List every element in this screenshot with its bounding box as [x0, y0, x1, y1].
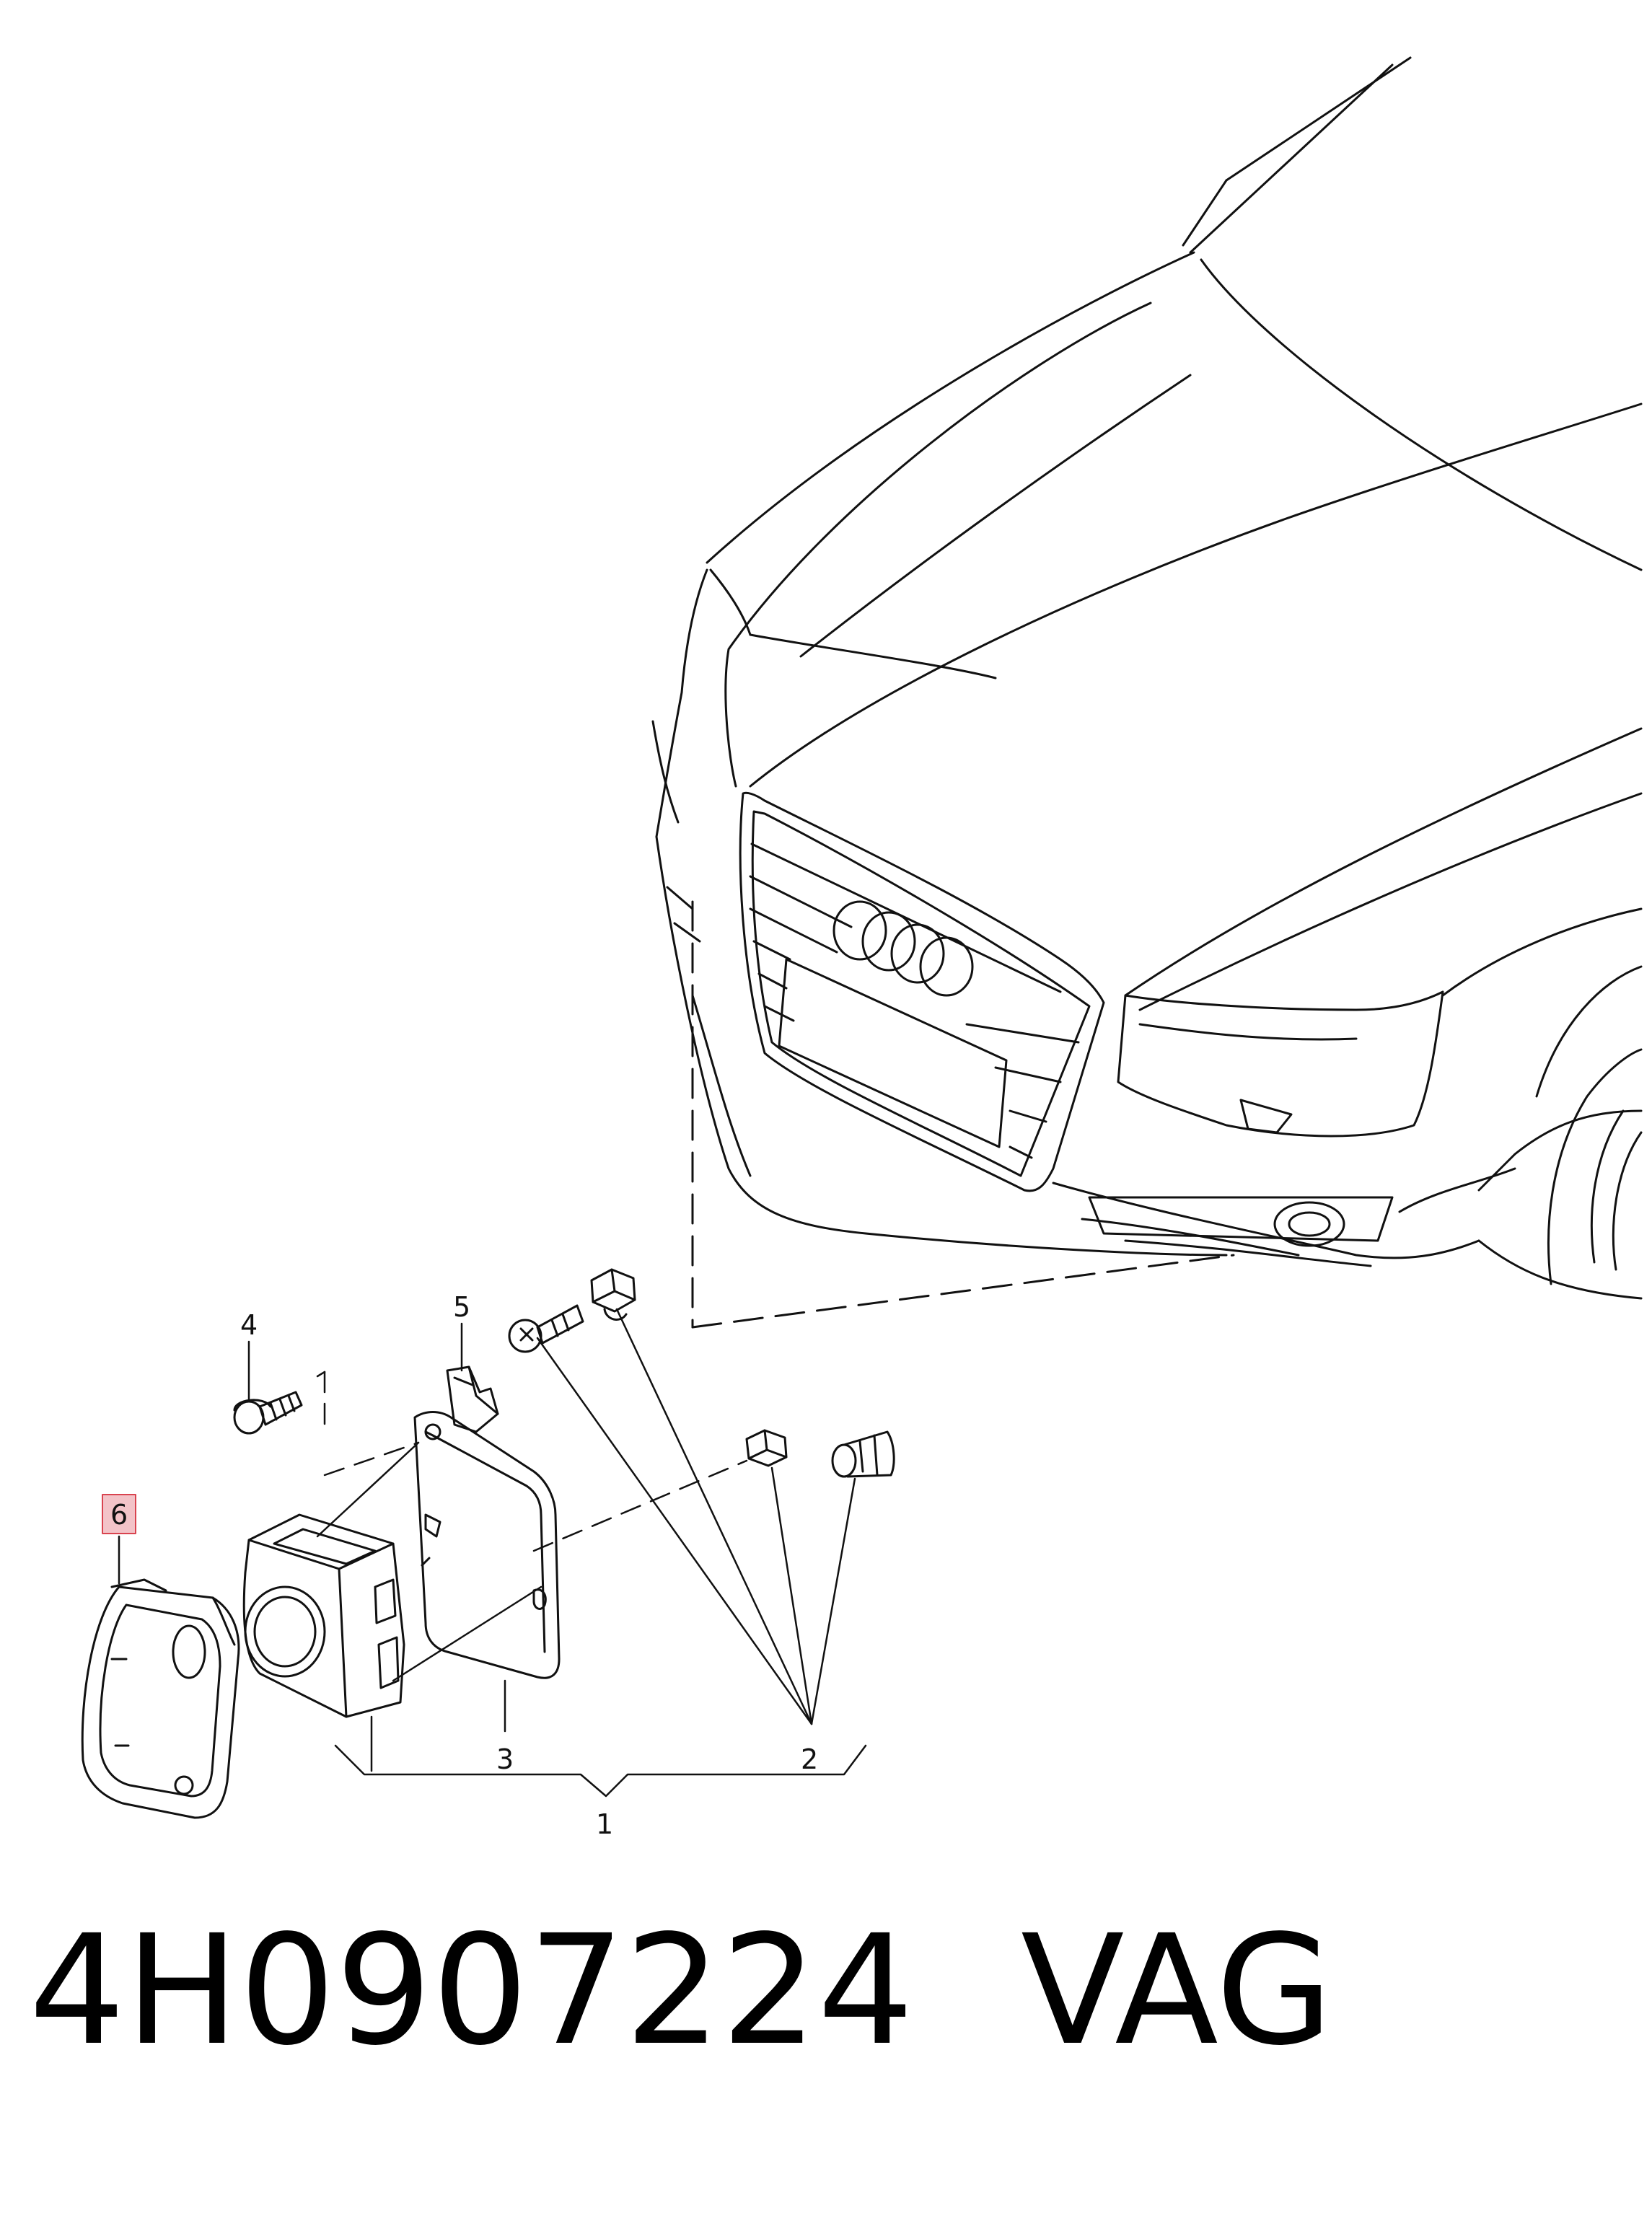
assembly-lines — [316, 1371, 748, 1682]
part-4-screw — [233, 1391, 303, 1435]
callout-1: 1 — [596, 1808, 613, 1840]
callout-5: 5 — [453, 1291, 470, 1323]
part-3-mounting-bracket — [413, 1411, 561, 1679]
part-5-clip — [446, 1365, 499, 1433]
callout-3: 3 — [496, 1743, 514, 1775]
part-2-nut-upper — [590, 1268, 636, 1321]
callout-6: 6 — [110, 1499, 128, 1531]
brand-name: VAG — [1021, 1902, 1333, 2079]
part-3-sensor-unit — [242, 1513, 405, 1718]
brand-rings-logo — [832, 900, 974, 997]
callout-6-highlight — [102, 1494, 136, 1534]
parts-diagram: 1 2 3 4 5 6 — [81, 56, 1643, 1840]
part-2-grommet — [831, 1430, 895, 1478]
callout-4: 4 — [240, 1309, 258, 1341]
part-2-nut-lower — [745, 1429, 788, 1467]
part-6-sensor-bezel — [81, 1578, 240, 1819]
car-front-illustration — [651, 56, 1643, 1300]
location-leader — [691, 900, 1235, 1329]
callout-leaders — [118, 1308, 867, 1798]
part-2-bolt — [508, 1304, 584, 1353]
callout-2: 2 — [801, 1743, 818, 1775]
part-number: 4H0907224 — [29, 1902, 914, 2079]
